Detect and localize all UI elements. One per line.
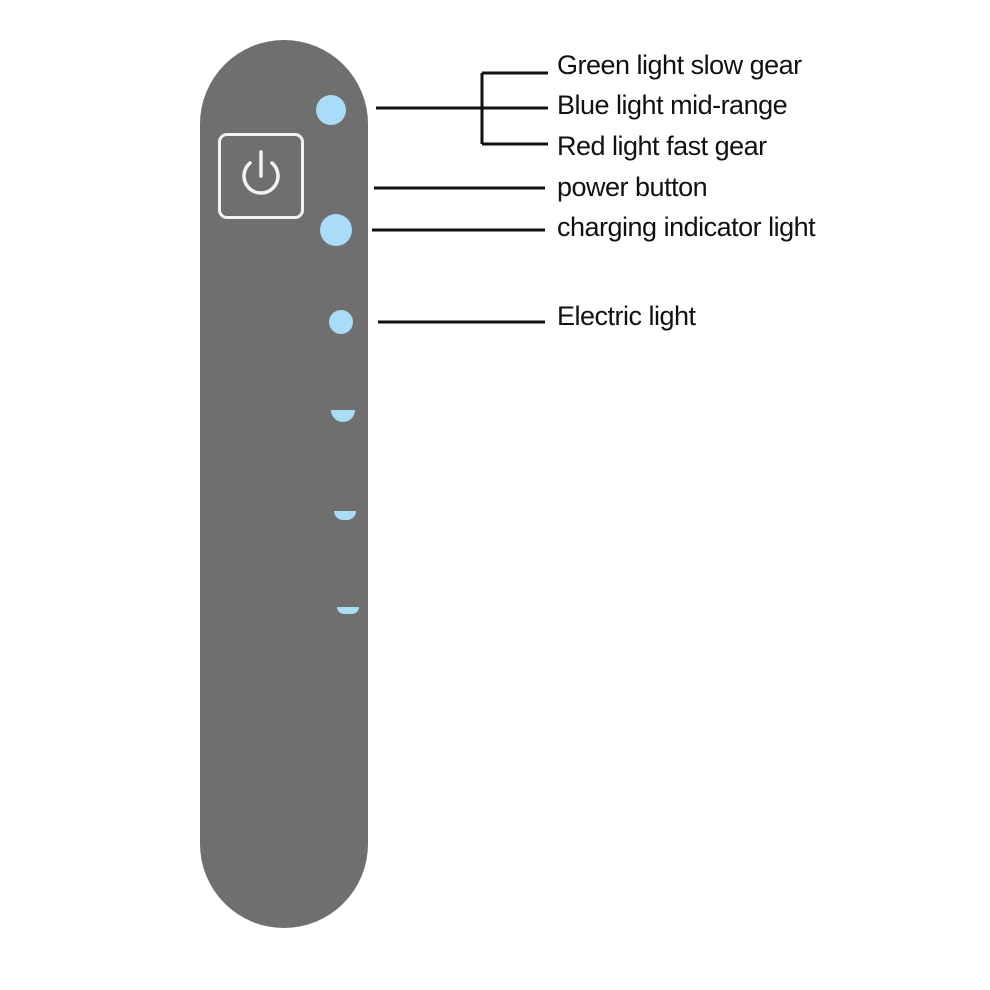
label-red-light: Red light fast gear: [557, 131, 767, 161]
battery-level-light-2: [331, 410, 355, 422]
charging-indicator-light: [320, 214, 352, 246]
power-button[interactable]: [218, 133, 304, 219]
battery-level-light-1: [329, 310, 353, 334]
label-blue-light: Blue light mid-range: [557, 90, 788, 120]
label-power-button: power button: [557, 172, 708, 202]
battery-level-light-3: [334, 511, 356, 520]
power-icon: [242, 150, 280, 195]
battery-level-light-4: [337, 607, 359, 614]
gear-indicator-light: [316, 95, 346, 125]
label-charging-indicator: charging indicator light: [557, 212, 816, 242]
label-green-light: Green light slow gear: [557, 50, 802, 80]
control-panel: [200, 40, 368, 928]
label-electric-light: Electric light: [557, 301, 696, 331]
